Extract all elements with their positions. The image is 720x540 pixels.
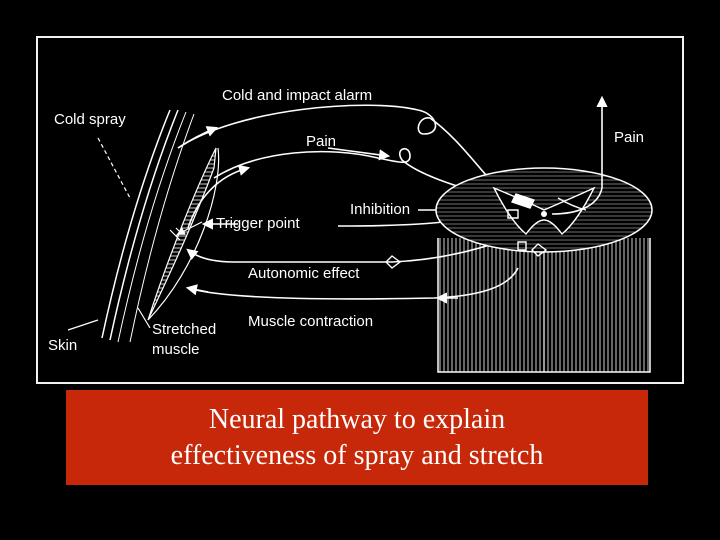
pain-pathway-arrow bbox=[327, 147, 391, 161]
stretched-muscle bbox=[147, 147, 220, 321]
stretched-muscle-pointer bbox=[137, 307, 151, 329]
skin-layers bbox=[101, 109, 195, 343]
label-skin: Skin bbox=[48, 337, 77, 354]
autonomic-synapse bbox=[385, 255, 402, 269]
label-inhibition: Inhibition bbox=[350, 201, 410, 218]
trigger-point-mark bbox=[169, 227, 181, 241]
trigger-point-pointer bbox=[176, 221, 203, 235]
caption-line-2: effectiveness of spray and stretch bbox=[170, 439, 544, 471]
label-muscle-contraction: Muscle contraction bbox=[248, 313, 373, 330]
pain-pathway-left bbox=[213, 148, 489, 195]
label-trigger-point: Trigger point bbox=[216, 215, 300, 232]
spinal-cord bbox=[435, 167, 653, 373]
caption-line-1: Neural pathway to explain bbox=[208, 403, 506, 435]
diagram-canvas: Cold spray Cold and impact alarm Pain Pa… bbox=[48, 87, 653, 373]
cord-synapses bbox=[507, 193, 587, 257]
cold-alarm-pathway bbox=[177, 104, 437, 149]
label-autonomic-effect: Autonomic effect bbox=[248, 265, 360, 282]
trigger-upper-pathway bbox=[187, 164, 251, 229]
skin-pointer bbox=[67, 319, 99, 331]
label-pain-right: Pain bbox=[614, 129, 644, 146]
label-pain-left: Pain bbox=[306, 133, 336, 150]
label-cold-spray: Cold spray bbox=[54, 111, 126, 128]
autonomic-arrow bbox=[186, 248, 235, 263]
ascending-pain-pathway bbox=[551, 95, 608, 215]
cold-alarm-arrow bbox=[177, 126, 219, 149]
neural-pathway-diagram: Cold spray Cold and impact alarm Pain Pa… bbox=[36, 36, 684, 384]
cold-spray-arrow bbox=[97, 137, 131, 199]
muscle-contraction-arrow-left bbox=[185, 284, 209, 296]
label-stretched-muscle-line1: Stretched bbox=[152, 321, 216, 338]
label-stretched-muscle-line2: muscle bbox=[152, 341, 200, 358]
label-cold-impact-alarm: Cold and impact alarm bbox=[222, 87, 372, 104]
caption-box: Neural pathway to explain effectiveness … bbox=[66, 390, 648, 485]
